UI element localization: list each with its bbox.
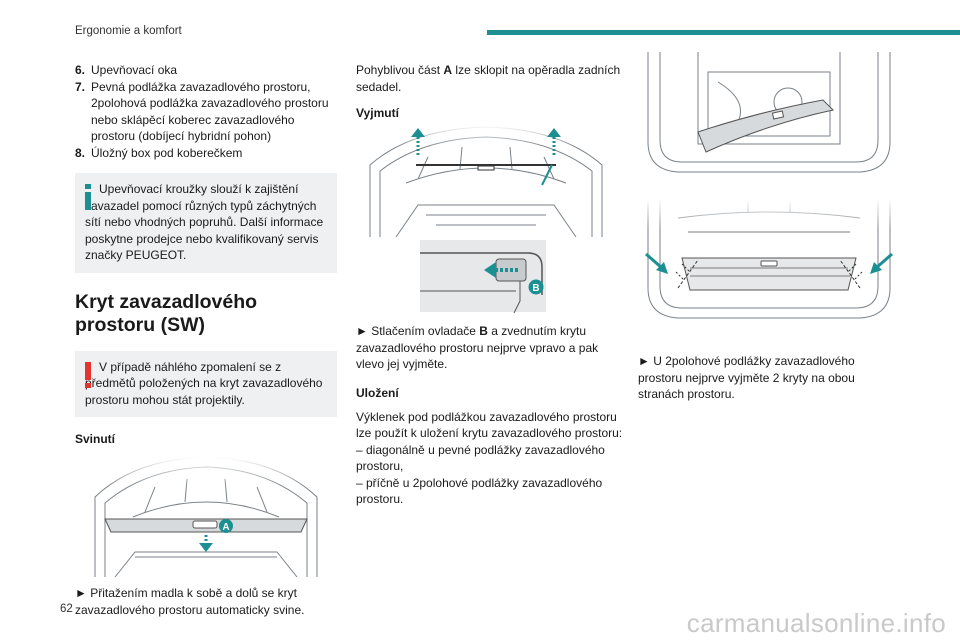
info-text: Upevňovací kroužky slouží k zajištění za…: [85, 182, 324, 262]
watermark: carmanualsonline.info: [686, 608, 946, 638]
trunk-cover-roll-illustration: A: [75, 457, 337, 577]
info-box: Upevňovací kroužky slouží k zajištění za…: [75, 173, 337, 273]
storage-text: Výklenek pod podlážkou zavazadlového pro…: [356, 409, 623, 441]
column-2: Pohyblivou část A lze sklopit na opěradl…: [356, 62, 626, 508]
subheading-remove: Vyjmutí: [356, 106, 399, 120]
subheading-roll: Svinutí: [75, 432, 116, 446]
trunk-floor-storage-illustration: [647, 52, 891, 173]
numbered-list: 6.Upevňovací oka 7.Pevná podlážka zavaza…: [75, 62, 337, 161]
running-header: Ergonomie a komfort: [75, 25, 182, 37]
section-heading: Kryt zavazadlového prostoru (SW): [75, 290, 258, 336]
page-number: 62: [60, 603, 73, 615]
intro-text: Pohyblivou část A lze sklopit na opěradl…: [356, 63, 621, 94]
warning-text: V případě náhlého zpomalení se z předmět…: [85, 359, 323, 407]
column-3: ► U 2polohové podlážky zavazadlového pro…: [638, 52, 900, 403]
storage-item: – příčně u 2polohové podlážky zavazadlov…: [356, 475, 603, 507]
column-1: 6.Upevňovací oka 7.Pevná podlážka zavaza…: [75, 62, 337, 618]
info-icon: [85, 184, 91, 210]
list-item: 6.Upevňovací oka: [75, 63, 178, 77]
subheading-storage: Uložení: [356, 385, 399, 400]
two-position-floor-illustration: [638, 198, 900, 323]
label-b: B: [532, 283, 539, 294]
header-accent-bar: [487, 30, 960, 35]
list-item: 8.Úložný box pod koberečkem: [75, 145, 243, 160]
storage-item: – diagonálně u pevné podlážky zavazadlov…: [356, 442, 605, 474]
floor-instruction: ► U 2polohové podlážky zavazadlového pro…: [638, 354, 855, 401]
list-item: 7.Pevná podlážka zavazadlového prostoru,…: [75, 79, 329, 144]
warning-icon: [85, 361, 91, 388]
trunk-cover-remove-illustration: B: [356, 125, 616, 314]
remove-instruction: ► Stlačením ovladače B a zvednutím krytu…: [356, 324, 599, 371]
warning-box: V případě náhlého zpomalení se z předmět…: [75, 350, 337, 417]
roll-instruction: ► Přitažením madla k sobě a dolů se kryt…: [75, 586, 305, 617]
